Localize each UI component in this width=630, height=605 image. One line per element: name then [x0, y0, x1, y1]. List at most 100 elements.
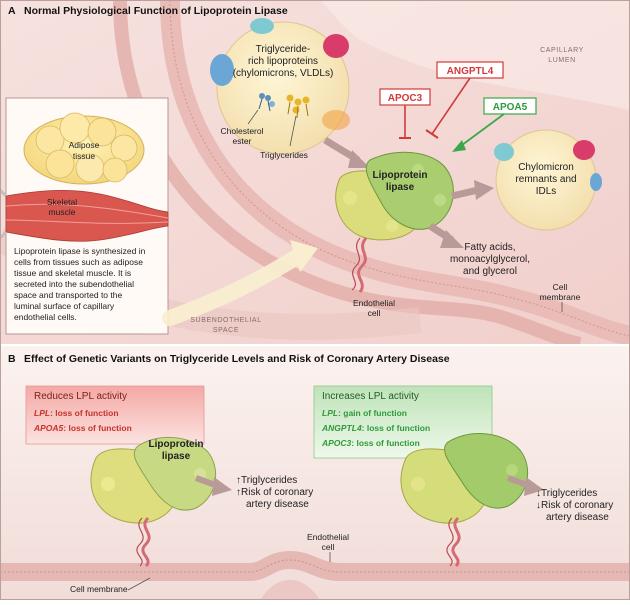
lpl-to-fatty-acids-arrowhead	[440, 230, 464, 248]
lpl-enzyme-a	[335, 151, 454, 241]
adipose-label-2: tissue	[73, 151, 95, 161]
increases-item-2-effect: : loss of function	[362, 423, 430, 433]
right-outcome-3: artery disease	[546, 512, 609, 523]
cholesterol-label-1: Cholesterol	[221, 126, 264, 136]
description-line-5: space and transported to the	[14, 290, 122, 300]
lpl-enzyme-b-right	[400, 433, 529, 524]
left-outcome-2: ↑Risk of coronary	[236, 487, 313, 498]
lpl-a-label-2: lipase	[386, 182, 415, 193]
reduces-item-1-gene: LPL	[34, 408, 50, 418]
triglyceride-molecules	[286, 94, 310, 119]
remnant-particle	[494, 129, 602, 231]
remnants-label-3: IDLs	[536, 186, 557, 197]
increases-item-3-gene: APOC3	[321, 438, 352, 448]
right-outcome-arrowhead	[524, 477, 544, 496]
left-outcome-3: artery disease	[246, 499, 309, 510]
subendothelial-label-1: SUBENDOTHELIAL	[190, 317, 261, 324]
capillary-lumen-label-2: LUMEN	[548, 57, 576, 64]
left-outcome-1: ↑Triglycerides	[236, 475, 297, 486]
reduces-header: Reduces LPL activity	[34, 391, 127, 402]
cell-membrane-a-label-1: Cell	[553, 282, 568, 292]
muscle-label-1: Skeletal	[47, 197, 77, 207]
lpl-anchor-a	[351, 237, 368, 293]
fatty-acids-label-1: Fatty acids,	[464, 242, 515, 253]
lpl-to-remnants-arrow	[451, 186, 479, 200]
lpl-to-remnants-arrowhead	[474, 180, 494, 200]
cell-membrane-b-texture	[0, 559, 630, 573]
skeletal-muscle-icon	[0, 188, 169, 242]
membrane-texture-a	[169, 0, 630, 337]
lpl-a-label-1: Lipoprotein	[373, 170, 428, 181]
increases-header: Increases LPL activity	[322, 391, 419, 402]
right-outcome-1: ↓Triglycerides	[536, 488, 597, 499]
description-line-2: cells from tissues such as adipose	[14, 257, 143, 267]
increases-item-3-effect: : loss of function	[351, 438, 419, 448]
description-line-1: Lipoprotein lipase is synthesized in	[14, 246, 146, 256]
increases-item-3: APOC3: loss of function	[321, 438, 420, 448]
reduces-box	[25, 385, 205, 445]
angptl4-inhibition-line	[431, 77, 471, 135]
cholesterol-label-2: ester	[233, 136, 252, 146]
increases-box	[313, 385, 493, 459]
lpl-b-label-2: lipase	[162, 451, 191, 462]
cell-membrane-a-label-2: membrane	[540, 292, 581, 302]
capillary-lumen-region	[0, 0, 630, 110]
panel-b-title: Effect of Genetic Variants on Triglyceri…	[24, 353, 450, 365]
trl-label-2: rich lipoproteins	[248, 56, 318, 67]
reduces-item-2: APOA5: loss of function	[33, 423, 132, 433]
reduces-item-2-effect: : loss of function	[63, 423, 131, 433]
lpl-b-label-1: Lipoprotein	[149, 439, 204, 450]
description-line-3: tissue and skeletal muscle. It is	[14, 268, 131, 278]
increases-item-1-gene: LPL	[322, 408, 338, 418]
endothelial-cell-b-shape	[260, 580, 320, 600]
lpl-anchor-b-left	[136, 516, 151, 568]
angptl4-inhibition-bar	[425, 129, 439, 139]
cell-membrane-b-leader	[127, 577, 151, 591]
increases-item-2-gene: ANGPTL4	[321, 423, 362, 433]
apoa5-activation-line	[457, 113, 505, 149]
muscle-label-2: muscle	[49, 207, 76, 217]
trl-to-lpl-arrowhead	[348, 150, 370, 168]
trl-label-3: (chylomicrons, VLDLs)	[233, 68, 334, 79]
triglycerides-leader	[289, 115, 297, 147]
remnants-label-1: Chylomicron	[518, 162, 574, 173]
subendothelial-label-2: SPACE	[213, 327, 239, 334]
endothelial-a-label-1: Endothelial	[353, 298, 395, 308]
panel-a-title: Normal Physiological Function of Lipopro…	[24, 5, 288, 17]
remnants-label-2: remnants and	[515, 174, 576, 185]
left-outcome-arrowhead	[212, 477, 232, 496]
fatty-acids-label-2: monoacylglycerol,	[450, 254, 530, 265]
triglycerides-label: Triglycerides	[260, 150, 308, 160]
lpl-anchor-b-right	[446, 516, 461, 568]
description-text: Lipoprotein lipase is synthesized in cel…	[14, 246, 146, 322]
panel-b-letter: B	[8, 353, 16, 365]
increases-item-1: LPL: gain of function	[322, 408, 407, 418]
transport-arrow	[162, 247, 308, 326]
reduces-item-1: LPL: loss of function	[34, 408, 119, 418]
description-line-7: endothelial cells.	[14, 312, 77, 322]
fatty-acids-label-3: and glycerol	[463, 266, 517, 277]
panel-a-letter: A	[8, 5, 16, 17]
angptl4-label: ANGPTL4	[447, 66, 494, 77]
cholesterol-ester-molecules	[258, 93, 275, 112]
right-outcome-2: ↓Risk of coronary	[536, 500, 613, 511]
increases-item-2: ANGPTL4: loss of function	[321, 423, 430, 433]
description-line-6: luminal surface of capillary	[14, 301, 115, 311]
endothelial-b-label-1: Endothelial	[307, 532, 349, 542]
capillary-lumen-label-1: CAPILLARY	[540, 47, 584, 54]
trl-label-1: Triglyceride-	[256, 44, 311, 55]
description-line-4: secreted into the subendothelial	[14, 279, 134, 289]
reduces-item-2-gene: APOA5	[33, 423, 64, 433]
cholesterol-leader	[247, 109, 259, 125]
endothelial-b-label-2: cell	[322, 542, 335, 552]
adipose-label-1: Adipose	[69, 140, 100, 150]
cell-membrane-b-label: Cell membrane	[70, 584, 128, 594]
lpl-enzyme-b-left	[90, 436, 217, 524]
adipose-tissue-icon	[23, 112, 145, 185]
apoc3-label: APOC3	[388, 93, 423, 104]
transport-arrowhead	[290, 240, 318, 272]
increases-item-1-effect: : gain of function	[338, 408, 407, 418]
endothelial-a-label-2: cell	[368, 308, 381, 318]
